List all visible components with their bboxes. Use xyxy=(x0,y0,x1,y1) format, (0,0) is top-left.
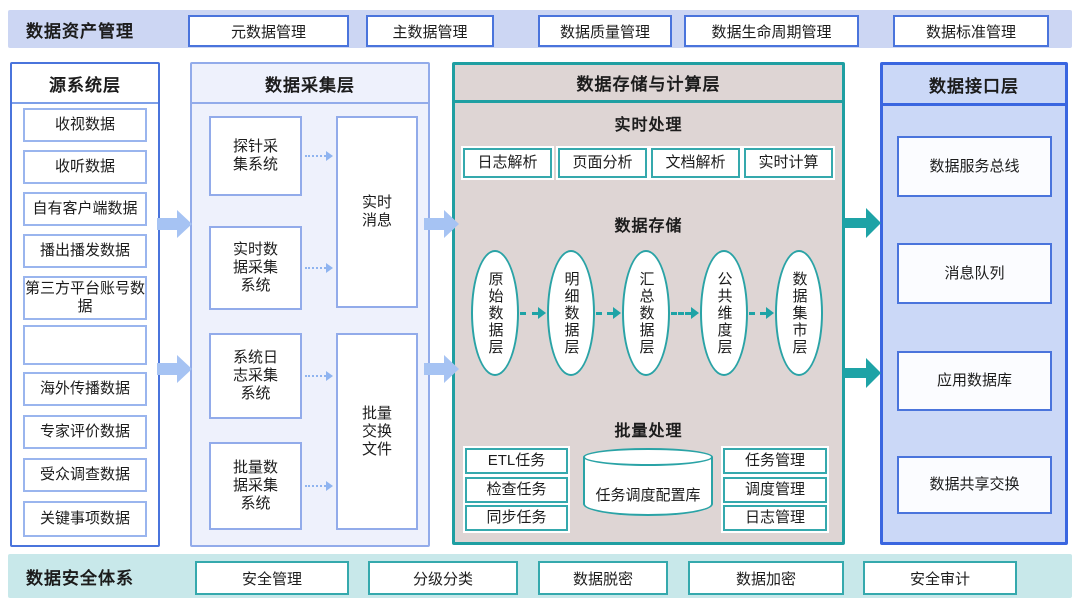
realtime-task: 页面分析 xyxy=(558,148,647,178)
collector-label: 系统日志采集系统 xyxy=(232,349,278,402)
dotted-connector xyxy=(305,151,333,161)
channel-box-realtime: 实时消息 xyxy=(336,116,418,308)
interface-item: 数据共享交换 xyxy=(897,456,1052,514)
batch-task: 检查任务 xyxy=(465,477,568,503)
source-item: 海外传播数据 xyxy=(23,372,147,406)
stage-dashed-connector xyxy=(596,307,621,319)
source-item: 关键事项数据 xyxy=(23,501,147,537)
asset-item-master-data: 主数据管理 xyxy=(366,15,494,47)
storage-stage-ellipse: 数据集市层 xyxy=(775,250,823,376)
realtime-task: 实时计算 xyxy=(744,148,833,178)
security-item-desensitize: 数据脱密 xyxy=(538,561,668,595)
realtime-task: 文档解析 xyxy=(651,148,740,178)
realtime-task: 日志解析 xyxy=(463,148,552,178)
storage-stage-ellipse: 明细数据层 xyxy=(547,250,595,376)
collection-layer-title: 数据采集层 xyxy=(192,64,428,104)
collector-box: 系统日志采集系统 xyxy=(209,333,302,419)
interface-layer-panel: 数据接口层 数据服务总线 消息队列 应用数据库 数据共享交换 xyxy=(880,62,1068,545)
flow-arrow-collect-to-storage xyxy=(424,355,459,383)
asset-item-metadata: 元数据管理 xyxy=(188,15,349,47)
storage-stage-ellipse: 原始数据层 xyxy=(471,250,519,376)
stage-dashed-connector xyxy=(520,307,546,319)
channel-label: 批量交换文件 xyxy=(361,404,392,458)
collector-box: 实时数据采集系统 xyxy=(209,226,302,310)
source-layer-title: 源系统层 xyxy=(12,64,158,104)
batch-mgmt: 任务管理 xyxy=(723,448,827,474)
collection-layer-panel: 数据采集层 探针采集系统 实时数据采集系统 系统日志采集系统 批量数据采集系统 … xyxy=(190,62,430,547)
batch-mgmt: 调度管理 xyxy=(723,477,827,503)
flow-arrow-storage-to-interface xyxy=(843,208,881,238)
batch-task: 同步任务 xyxy=(465,505,568,531)
dotted-connector xyxy=(305,263,333,273)
collector-box: 探针采集系统 xyxy=(209,116,302,196)
stage-dashed-connector xyxy=(749,307,774,319)
asset-management-title: 数据资产管理 xyxy=(26,21,134,41)
batch-mgmt: 日志管理 xyxy=(723,505,827,531)
batch-task: ETL任务 xyxy=(465,448,568,474)
storage-compute-title: 数据存储与计算层 xyxy=(455,65,842,103)
channel-box-batch: 批量交换文件 xyxy=(336,333,418,530)
security-bar: 数据安全体系 安全管理 分级分类 数据脱密 数据加密 安全审计 xyxy=(8,554,1072,598)
stage-label: 原始数据层 xyxy=(486,270,504,356)
source-item: 自有客户端数据 xyxy=(23,192,147,226)
flow-arrow-storage-to-interface xyxy=(843,358,881,388)
storage-stage-ellipse: 汇总数据层 xyxy=(622,250,670,376)
security-item-encrypt: 数据加密 xyxy=(688,561,844,595)
source-item: 专家评价数据 xyxy=(23,415,147,449)
stage-label: 公共维度层 xyxy=(715,270,733,356)
scheduler-db-label: 任务调度配置库 xyxy=(595,487,701,504)
cylinder-body xyxy=(583,457,713,516)
asset-item-standard: 数据标准管理 xyxy=(893,15,1049,47)
asset-item-lifecycle: 数据生命周期管理 xyxy=(684,15,859,47)
stage-label: 明细数据层 xyxy=(562,270,580,356)
interface-item: 消息队列 xyxy=(897,243,1052,304)
dotted-connector xyxy=(305,371,333,381)
storage-stage-ellipse: 公共维度层 xyxy=(700,250,748,376)
realtime-section-title: 实时处理 xyxy=(614,117,683,134)
batch-section-title: 批量处理 xyxy=(614,423,683,440)
interface-item: 数据服务总线 xyxy=(897,136,1052,197)
security-item-classify: 分级分类 xyxy=(368,561,518,595)
collector-label: 批量数据采集系统 xyxy=(232,459,278,512)
source-item: 收听数据 xyxy=(23,150,147,184)
flow-arrow-source-to-collect xyxy=(157,355,192,383)
storage-compute-panel: 数据存储与计算层 实时处理 日志解析 页面分析 文档解析 实时计算 数据存储 原… xyxy=(452,62,845,545)
source-item-empty xyxy=(23,325,147,365)
dotted-connector xyxy=(305,481,333,491)
security-item-audit: 安全审计 xyxy=(863,561,1017,595)
interface-item: 应用数据库 xyxy=(897,351,1052,411)
collector-box: 批量数据采集系统 xyxy=(209,442,302,530)
source-item: 收视数据 xyxy=(23,108,147,142)
flow-arrow-collect-to-storage xyxy=(424,210,459,238)
stage-label: 汇总数据层 xyxy=(637,270,655,356)
source-item: 第三方平台账号数据 xyxy=(23,276,147,320)
flow-arrow-source-to-collect xyxy=(157,210,192,238)
cylinder-top xyxy=(583,448,713,466)
scheduler-db-cylinder: 任务调度配置库 xyxy=(583,448,713,516)
source-item: 受众调查数据 xyxy=(23,458,147,492)
asset-management-bar: 数据资产管理 元数据管理 主数据管理 数据质量管理 数据生命周期管理 数据标准管… xyxy=(8,10,1072,48)
stage-dashed-connector xyxy=(671,307,699,319)
security-bar-title: 数据安全体系 xyxy=(26,568,134,588)
security-item-mgmt: 安全管理 xyxy=(195,561,349,595)
storage-section-title: 数据存储 xyxy=(614,218,683,235)
collector-label: 实时数据采集系统 xyxy=(232,241,278,294)
asset-item-quality: 数据质量管理 xyxy=(538,15,672,47)
channel-label: 实时消息 xyxy=(361,194,392,229)
interface-layer-title: 数据接口层 xyxy=(883,65,1065,106)
stage-label: 数据集市层 xyxy=(790,270,808,356)
source-layer-panel: 源系统层 收视数据 收听数据 自有客户端数据 播出播发数据 第三方平台账号数据 … xyxy=(10,62,160,547)
source-item: 播出播发数据 xyxy=(23,234,147,268)
collector-label: 探针采集系统 xyxy=(232,138,278,173)
